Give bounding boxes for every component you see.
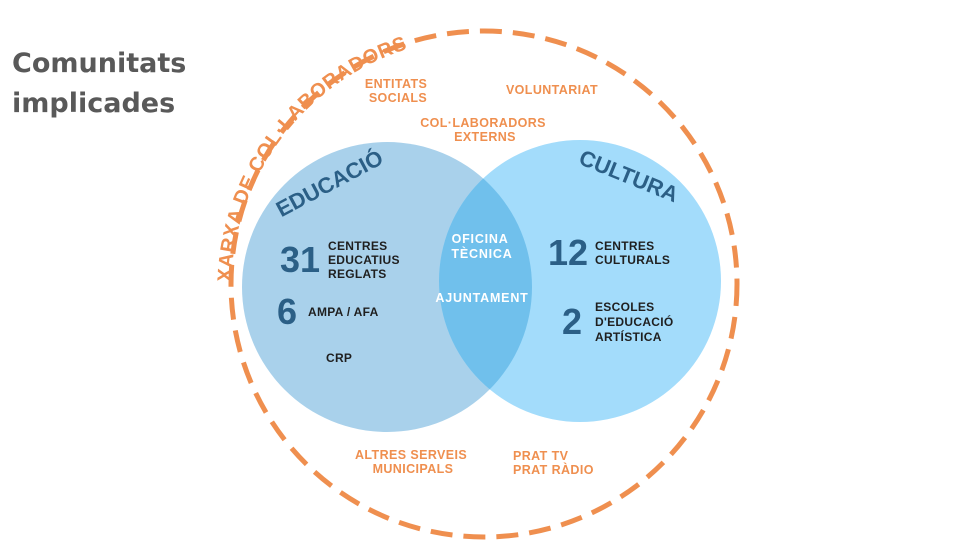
culture-number-schools: 2 xyxy=(562,301,582,342)
education-label-crp: CRP xyxy=(326,351,352,365)
page-title-line-1: Comunitats xyxy=(12,48,187,79)
overlap-office-label: OFICINA TÈCNICA xyxy=(451,232,512,261)
education-label-centres: CENTRES EDUCATIUS REGLATS xyxy=(328,239,403,281)
overlap-region xyxy=(439,142,532,422)
outer-label-prat-media: PRAT TV PRAT RÀDIO xyxy=(513,449,594,477)
culture-label-centres: CENTRES CULTURALS xyxy=(595,239,670,267)
education-label-ampa: AMPA / AFA xyxy=(308,305,379,319)
culture-number-centres: 12 xyxy=(548,232,588,273)
page-title: Comunitats implicades xyxy=(12,44,186,124)
outer-label-col-laboradors-externs: COL·LABORADORS EXTERNS xyxy=(420,116,550,144)
outer-label-entitats-socials: ENTITATS SOCIALS xyxy=(365,77,431,105)
overlap-city-council-label: AJUNTAMENT xyxy=(435,291,528,305)
outer-label-altres-serveis: ALTRES SERVEIS MUNICIPALS xyxy=(355,448,471,476)
outer-label-voluntariat: VOLUNTARIAT xyxy=(506,83,598,97)
culture-label-schools: ESCOLES D'EDUCACIÓ ARTÍSTICA xyxy=(595,300,677,344)
education-number-ampa: 6 xyxy=(277,291,297,332)
network-ring xyxy=(228,28,740,540)
page-title-line-2: implicades xyxy=(12,88,176,119)
education-number-centres: 31 xyxy=(280,239,320,280)
